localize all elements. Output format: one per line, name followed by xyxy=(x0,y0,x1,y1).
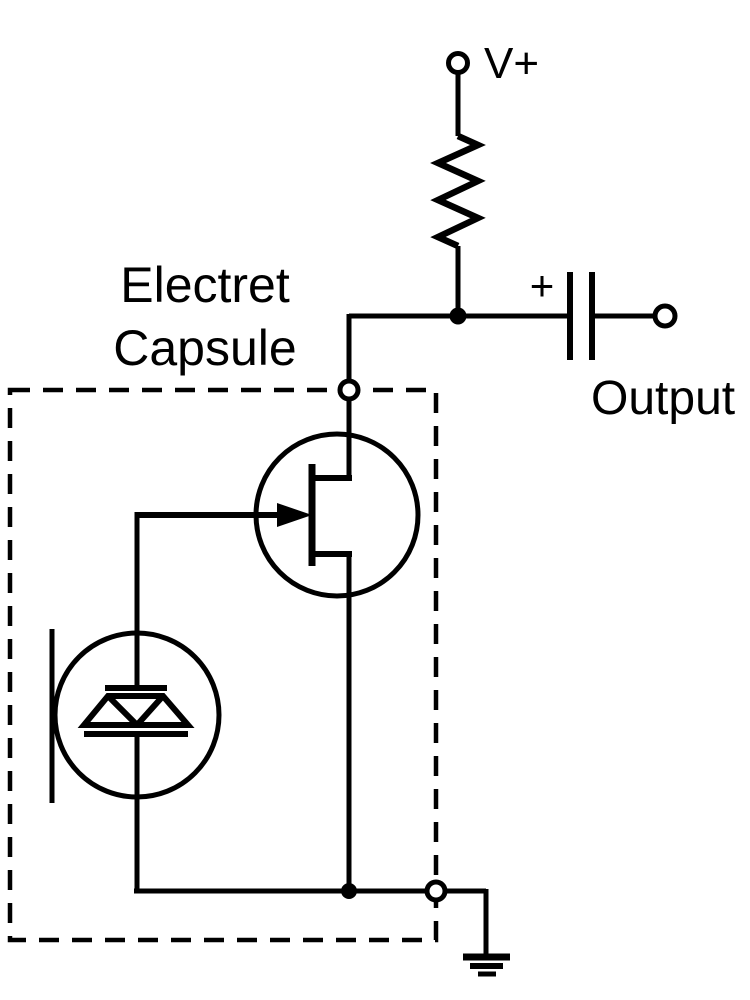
electret-capsule-boundary xyxy=(7,387,439,943)
jfet-transistor xyxy=(137,431,421,599)
capsule-label-line1: Electret xyxy=(120,257,290,313)
ground-symbol xyxy=(463,953,510,977)
output-label: Output xyxy=(591,372,735,425)
junction-dot-bottom xyxy=(341,883,357,899)
v-plus-terminal xyxy=(446,51,470,75)
wiring xyxy=(134,72,656,957)
coupling-capacitor: + xyxy=(530,262,595,360)
capsule-ground-terminal xyxy=(424,879,448,903)
capsule-label-line2: Capsule xyxy=(113,320,296,376)
electret-element xyxy=(49,629,222,803)
bias-resistor xyxy=(430,133,486,249)
junction-dot-top xyxy=(449,307,467,325)
v-plus-label: V+ xyxy=(484,39,539,88)
output-terminal xyxy=(652,303,678,329)
jfet-gate-arrow-icon xyxy=(277,503,312,527)
capacitor-plus-label: + xyxy=(530,262,555,309)
capsule-drain-terminal xyxy=(337,378,361,402)
electret-diaphragm-truss xyxy=(77,693,195,728)
